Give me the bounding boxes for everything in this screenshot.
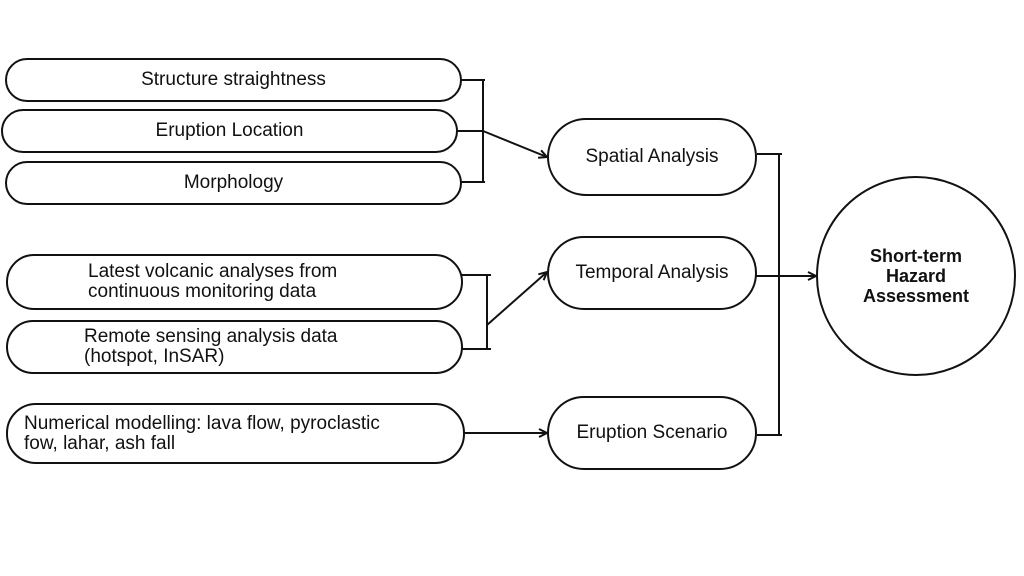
input-morphology: Morphology <box>5 161 462 205</box>
temporal-analysis-node: Temporal Analysis <box>547 236 757 310</box>
output-line1: Short-term <box>869 246 962 266</box>
eruption-scenario-node: Eruption Scenario <box>547 396 757 470</box>
temporal-bracket <box>461 274 491 350</box>
input-label: Morphology <box>183 172 284 193</box>
input-label-line2: (hotspot, InSAR) <box>84 346 225 367</box>
input-numerical-modelling: Numerical modelling: lava flow, pyroclas… <box>6 403 465 464</box>
input-label-line2: continuous monitoring data <box>88 281 317 302</box>
input-volcanic-analyses: Latest volcanic analyses from continuous… <box>6 254 463 310</box>
analysis-bracket <box>757 153 782 436</box>
input-label-line1: Numerical modelling: lava flow, pyroclas… <box>24 412 380 434</box>
output-line3: Assessment <box>862 286 970 306</box>
input-structure-straightness: Structure straightness <box>5 58 462 102</box>
spatial-analysis-node: Spatial Analysis <box>547 118 757 196</box>
arrow-to-temporal <box>486 272 547 326</box>
output-line2: Hazard <box>885 266 947 286</box>
input-remote-sensing: Remote sensing analysis data (hotspot, I… <box>6 320 463 374</box>
node-label: Spatial Analysis <box>585 146 719 167</box>
input-label: Eruption Location <box>155 120 304 141</box>
input-label-line2: fow, lahar, ash fall <box>24 432 176 454</box>
input-label-line1: Remote sensing analysis data <box>84 326 338 347</box>
input-label-line1: Latest volcanic analyses from <box>88 261 338 282</box>
input-label: Structure straightness <box>141 69 326 90</box>
hazard-assessment-node: Short-term Hazard Assessment <box>816 176 1016 376</box>
input-eruption-location: Eruption Location <box>1 109 458 153</box>
node-label: Temporal Analysis <box>575 262 729 283</box>
arrow-to-spatial <box>482 130 547 157</box>
spatial-bracket <box>457 79 485 183</box>
node-label: Eruption Scenario <box>576 422 728 443</box>
